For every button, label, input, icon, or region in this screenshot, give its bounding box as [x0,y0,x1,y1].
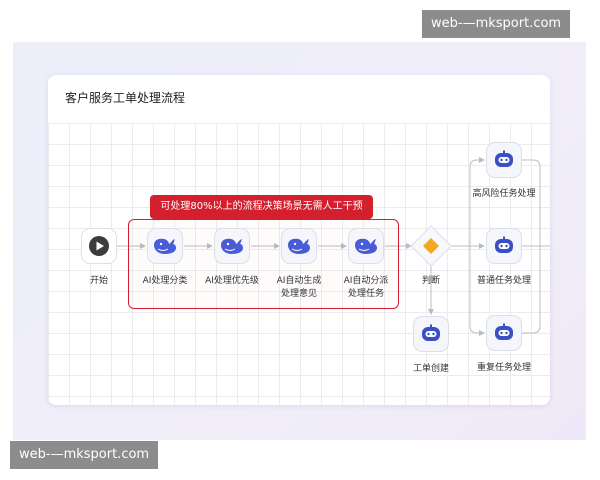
label-normal: 普通任务处理 [476,276,531,286]
node-ai-dispatch[interactable] [348,228,384,264]
robot-icon [495,323,513,340]
label-repeat: 重复任务处理 [476,363,531,373]
label-start: 开始 [89,276,108,286]
label-high-risk: 高风险任务处理 [472,189,536,199]
node-ai-opinion[interactable] [281,228,317,264]
node-ai-classify[interactable] [147,228,183,264]
label-judge: 判断 [421,276,440,286]
node-ai-priority[interactable] [214,228,250,264]
edge-to-repeat [469,246,485,336]
label-ai-classify: AI处理分类 [142,276,188,286]
label-ai-opinion-line1: AI自动生成 [276,276,322,286]
whale-icon [288,238,310,254]
label-ai-dispatch-line1: AI自动分派 [343,276,389,286]
whale-icon [355,238,377,254]
watermark-bottom: web-—mksport.com [10,441,159,469]
label-ai-opinion-line2: 处理意见 [280,289,317,299]
watermark-top: web-—mksport.com [422,10,571,38]
label-ai-dispatch: AI自动分派 处理任务 [326,275,406,301]
label-ai-dispatch-line2: 处理任务 [347,289,384,299]
node-high-risk[interactable] [486,142,522,178]
robot-icon [495,236,513,253]
node-repeat[interactable] [486,315,522,351]
node-start[interactable] [81,228,117,264]
play-icon [89,236,109,256]
node-normal[interactable] [486,228,522,264]
ai-automation-region [128,219,399,309]
node-judge[interactable] [410,225,452,267]
automation-banner: 可处理80%以上的流程决策场景无需人工干预 [150,195,373,219]
whale-icon [154,238,176,254]
robot-icon [495,150,513,167]
card-title: 客户服务工单处理流程 [65,91,186,105]
whale-icon [221,238,243,254]
diamond-icon [423,238,439,254]
label-create-ticket: 工单创建 [412,364,449,374]
label-ai-priority: AI处理优先级 [205,276,259,286]
edge-to-high-risk [469,157,485,246]
node-create-ticket[interactable] [413,316,449,352]
robot-icon [422,324,440,341]
grid-canvas [48,123,550,405]
label-ai-opinion: AI自动生成 处理意见 [259,275,339,301]
